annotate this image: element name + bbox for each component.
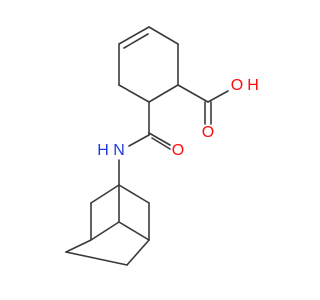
acid-carbonyl-oxygen-label: O bbox=[202, 124, 214, 141]
molecule-structure-drawing: O H O O H N bbox=[65, 26, 259, 266]
bond-adam-1 bbox=[90, 184, 120, 204]
bond-c-n bbox=[128, 134, 150, 147]
bond-ring-3 bbox=[148, 84, 179, 103]
adamantyl-cage bbox=[65, 184, 150, 266]
bond-adam-10 bbox=[65, 251, 128, 266]
bond-ring-1 bbox=[148, 26, 179, 45]
bond-ring-4 bbox=[118, 84, 150, 103]
bond-adam-8 bbox=[65, 239, 92, 253]
carboxylic-acid-group: O H O bbox=[177, 77, 259, 141]
bond-c-oh bbox=[207, 90, 229, 103]
amide-nitrogen-label: N bbox=[113, 142, 125, 159]
cyclohexene-ring bbox=[118, 26, 179, 103]
bond-adam-6 bbox=[90, 221, 120, 241]
bond-adam-7 bbox=[118, 221, 150, 241]
bond-ring-double-inner bbox=[123, 33, 149, 49]
bond-adam-9 bbox=[126, 239, 150, 266]
hydroxyl-oxygen-label: O bbox=[231, 77, 243, 94]
amide-oxygen-label: O bbox=[172, 142, 184, 159]
bond-ring-6 bbox=[118, 26, 150, 45]
bond-c-o-amide-2 bbox=[151, 137, 171, 150]
amide-hydrogen-label: H bbox=[97, 142, 109, 159]
bond-c-o-amide-1 bbox=[148, 132, 171, 146]
bond-c-cooh bbox=[177, 84, 209, 103]
amide-group: O H N bbox=[97, 101, 184, 186]
hydroxyl-hydrogen-label: H bbox=[247, 77, 259, 94]
bond-adam-2 bbox=[118, 184, 150, 204]
